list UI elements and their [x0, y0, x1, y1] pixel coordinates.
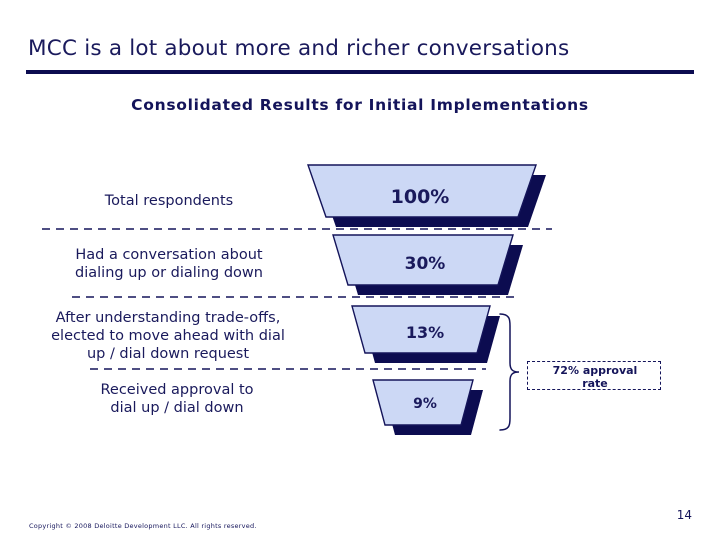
funnel-stage-value-4: 9%	[413, 396, 437, 412]
copyright-notice: Copyright © 2008 Deloitte Development LL…	[29, 522, 257, 530]
page-number: 14	[676, 508, 692, 522]
funnel-stage-label-3: After understanding trade-offs, elected …	[22, 309, 314, 363]
funnel-stage-label-1-line-1: Total respondents	[104, 193, 234, 209]
funnel-stage-label-3-line-1: After understanding trade-offs,	[55, 310, 281, 326]
funnel-stage-label-1: Total respondents	[40, 192, 298, 210]
slide-subtitle: Consolidated Results for Initial Impleme…	[131, 96, 589, 114]
funnel-stage-label-4-line-1: Received approval to	[100, 382, 254, 398]
funnel-stage-value-3: 13%	[405, 323, 445, 342]
funnel-stage-label-4-line-2: dial up / dial down	[110, 400, 244, 416]
funnel-stage-label-3-line-3: up / dial down request	[86, 346, 250, 362]
page-title: MCC is a lot about more and richer conve…	[28, 36, 570, 61]
funnel-stage-value-1: 100%	[390, 186, 450, 208]
title-divider-rule	[26, 70, 694, 74]
funnel-stage-label-2-line-2: dialing up or dialing down	[75, 265, 263, 281]
funnel-stage-value-2: 30%	[404, 254, 446, 274]
approval-rate-line-1: 72% approval	[552, 364, 638, 377]
approval-rate-line-2: rate	[582, 377, 608, 390]
funnel-stage-label-4: Received approval to dial up / dial down	[52, 381, 302, 417]
funnel-stage-label-3-line-2: elected to move ahead with dial	[51, 328, 285, 344]
funnel-stage-label-2-line-1: Had a conversation about	[75, 247, 263, 263]
approval-rate-callout-box	[527, 361, 661, 390]
approval-rate-callout-text: 72% approval rate	[533, 364, 657, 390]
funnel-stage-label-2: Had a conversation about dialing up or d…	[40, 246, 298, 282]
grouping-brace	[499, 313, 520, 431]
